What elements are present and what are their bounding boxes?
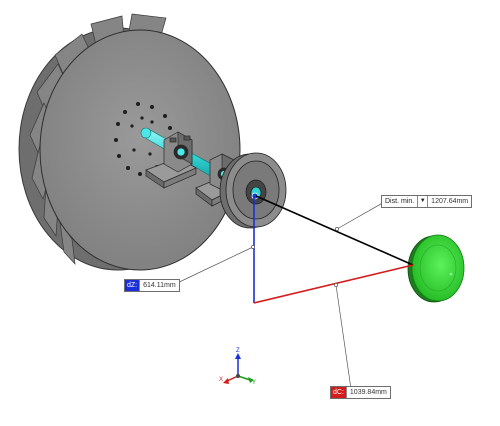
fan-blades: [29, 13, 167, 266]
dist-min-label: Dist. min.: [382, 196, 418, 207]
pulley[interactable]: [219, 152, 287, 229]
dz-label: dZ:: [125, 280, 140, 291]
dz-dimension-tag[interactable]: dZ: 614.11mm: [124, 279, 180, 292]
dc-label: dC:: [331, 387, 346, 398]
selected-disc-face[interactable]: [407, 234, 465, 303]
triad-y-label: Y: [252, 380, 256, 386]
fan-wheel[interactable]: [18, 13, 241, 271]
hub-bolt-holes: [114, 102, 173, 176]
bearing-block-1[interactable]: [145, 131, 197, 189]
measure-lines: [253, 195, 414, 304]
dist-min-value: 1207.64mm: [427, 196, 472, 207]
caret-down-icon[interactable]: ▼: [417, 196, 428, 207]
dc-value: 1039.84mm: [345, 387, 390, 398]
triad-x-label: X: [219, 377, 223, 383]
leader-dots: [251, 227, 339, 287]
view-triad[interactable]: Z Y X: [219, 348, 256, 386]
dc-line: [253, 264, 414, 304]
leader-lines: [172, 200, 387, 390]
dist-min-line: [255, 195, 414, 266]
dist-min-dimension-tag[interactable]: Dist. min. ▼ 1207.64mm: [381, 195, 473, 208]
triad-z-label: Z: [236, 348, 240, 354]
dc-dimension-tag[interactable]: dC: 1039.84mm: [330, 386, 391, 399]
dz-value: 614.11mm: [139, 280, 179, 291]
